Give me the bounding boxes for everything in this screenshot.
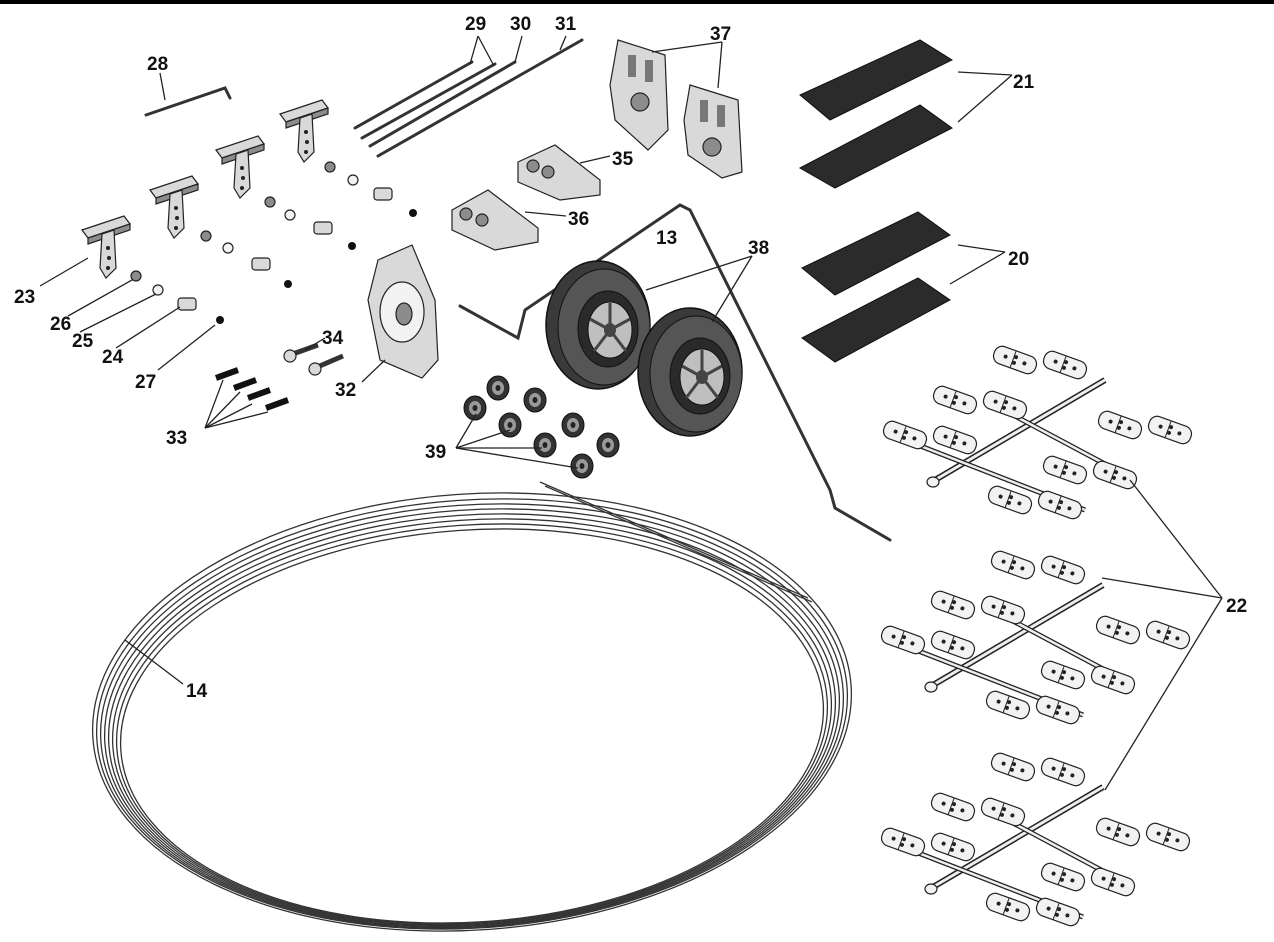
bolts-34 — [283, 342, 344, 376]
wheel-collars-39 — [463, 375, 620, 479]
hardware-24-27 — [130, 161, 417, 324]
label-30: 30 — [510, 14, 531, 35]
sheet-pair-20 — [801, 211, 951, 363]
label-25: 25 — [72, 331, 94, 352]
label-13: 13 — [656, 228, 677, 249]
label-20: 20 — [1008, 249, 1029, 270]
label-39: 39 — [425, 442, 446, 463]
label-34: 34 — [322, 328, 344, 349]
screws-33 — [214, 367, 290, 411]
label-14: 14 — [186, 681, 208, 702]
hinge-trees-22 — [879, 344, 1194, 928]
label-36: 36 — [568, 209, 589, 230]
top-border — [0, 0, 1274, 4]
coiled-cable-14 — [91, 481, 853, 932]
motor-mount-32 — [367, 244, 439, 379]
leader-lines — [39, 35, 1223, 791]
label-33: 33 — [166, 428, 187, 449]
landing-gear-wire-13 — [458, 203, 892, 542]
label-22: 22 — [1226, 596, 1247, 617]
label-35: 35 — [612, 149, 634, 170]
wheels-38 — [544, 259, 744, 438]
label-38: 38 — [748, 238, 769, 259]
label-23: 23 — [14, 287, 35, 308]
zbend-rod-28 — [144, 86, 232, 117]
label-26: 26 — [50, 314, 71, 335]
label-29: 29 — [465, 14, 486, 35]
sheet-pair-21 — [798, 39, 954, 189]
label-21: 21 — [1013, 72, 1035, 93]
label-37: 37 — [710, 24, 731, 45]
control-horns-23 — [81, 99, 329, 279]
pushrods-29-31 — [353, 38, 584, 158]
gear-block-36 — [451, 189, 539, 251]
label-24: 24 — [102, 347, 124, 368]
label-31: 31 — [555, 14, 577, 35]
engine-mount-37 — [609, 39, 743, 179]
label-27: 27 — [135, 372, 156, 393]
gear-block-35 — [517, 144, 601, 201]
label-28: 28 — [147, 54, 168, 75]
label-32: 32 — [335, 380, 356, 401]
